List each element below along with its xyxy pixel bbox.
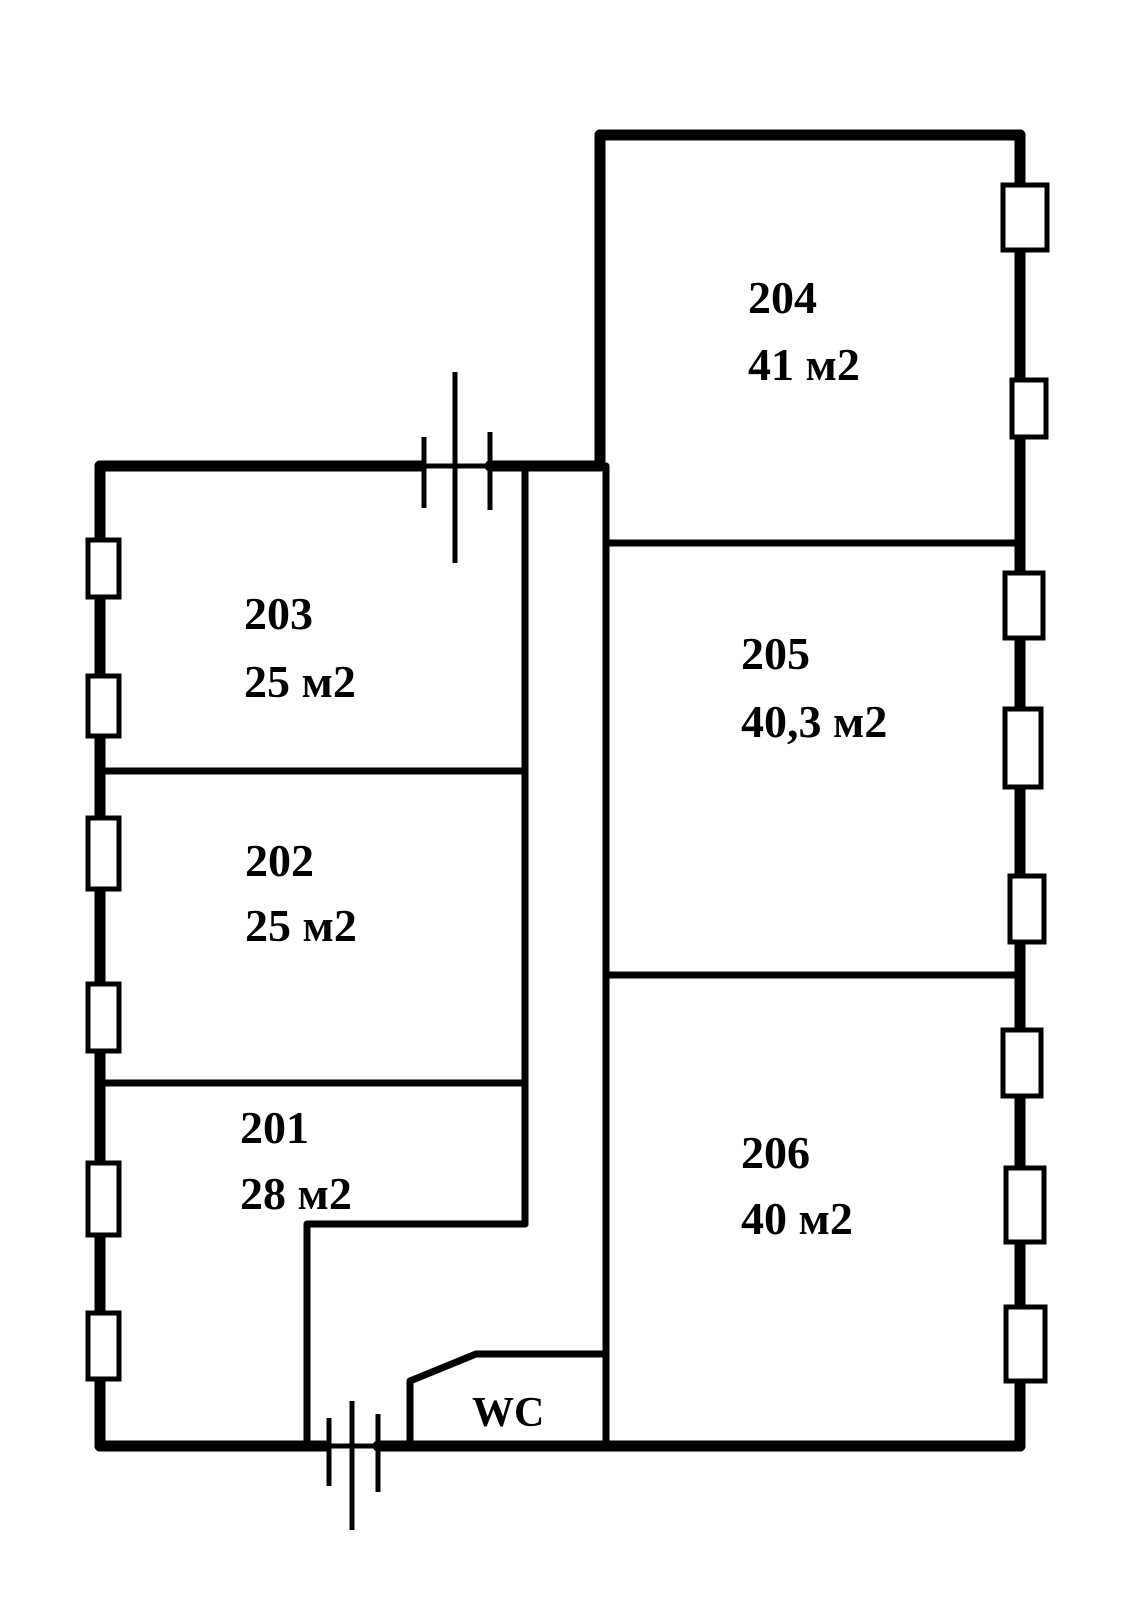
window-icon bbox=[1002, 706, 1044, 790]
window-icon bbox=[85, 1310, 122, 1382]
wc-label: WC bbox=[472, 1390, 544, 1436]
room-201-number: 201 bbox=[240, 1102, 309, 1153]
room-202-number: 202 bbox=[245, 835, 314, 886]
room-205-area: 40,3 м2 bbox=[741, 696, 887, 747]
window-icon bbox=[1007, 873, 1047, 945]
window-icon bbox=[85, 981, 122, 1054]
window-icon bbox=[1000, 182, 1050, 253]
wall-room-201-corner bbox=[303, 1220, 529, 1450]
window-icon bbox=[85, 537, 122, 600]
room-201: 201 28 м2 bbox=[240, 1102, 352, 1219]
room-203-number: 203 bbox=[244, 588, 313, 639]
window-icon bbox=[1002, 570, 1046, 641]
window-icon bbox=[1009, 377, 1049, 440]
wall-wc bbox=[406, 1350, 610, 1450]
room-206-number: 206 bbox=[741, 1127, 810, 1178]
window-icon bbox=[1003, 1304, 1048, 1384]
room-201-area: 28 м2 bbox=[240, 1168, 352, 1219]
windows-left bbox=[85, 537, 122, 1382]
windows-right bbox=[1000, 182, 1050, 1384]
room-206: 206 40 м2 bbox=[741, 1127, 853, 1244]
window-icon bbox=[1000, 1027, 1044, 1099]
room-202: 202 25 м2 bbox=[245, 835, 357, 951]
room-202-area: 25 м2 bbox=[245, 900, 357, 951]
room-206-area: 40 м2 bbox=[741, 1193, 853, 1244]
room-204-area: 41 м2 bbox=[748, 339, 860, 390]
room-205: 205 40,3 м2 bbox=[741, 628, 887, 747]
window-icon bbox=[1003, 1165, 1047, 1245]
room-205-number: 205 bbox=[741, 628, 810, 679]
room-204: 204 41 м2 bbox=[748, 272, 860, 390]
room-203-area: 25 м2 bbox=[244, 656, 356, 707]
interior-walls bbox=[96, 462, 1024, 1450]
window-icon bbox=[85, 815, 122, 892]
entrance-door-top-icon bbox=[420, 372, 493, 563]
room-203: 203 25 м2 bbox=[244, 588, 356, 707]
room-204-number: 204 bbox=[748, 272, 817, 323]
entrance-door-bottom-icon bbox=[325, 1401, 381, 1530]
window-icon bbox=[85, 673, 122, 739]
window-icon bbox=[85, 1160, 122, 1238]
